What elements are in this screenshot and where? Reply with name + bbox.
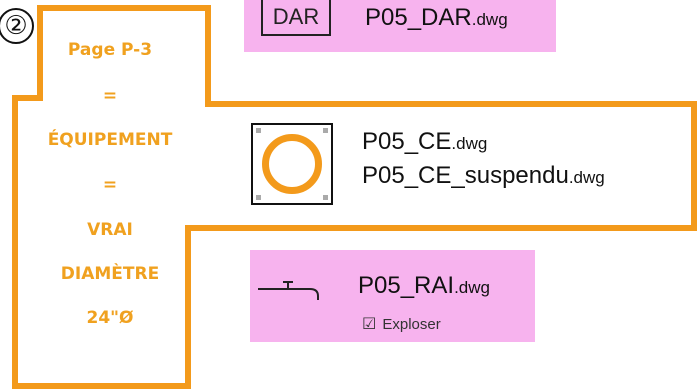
corner-dot [256,195,261,200]
ce-suspendu-file-name[interactable]: P05_CE_suspendu.dwg [362,162,605,190]
faucet-icon [258,281,319,300]
file-ext: .dwg [568,168,605,187]
checkbox-icon[interactable]: ☑ [362,314,377,333]
equals-sign: = [102,175,118,195]
diameter-label: DIAMÈTRE [60,264,160,284]
file-base: P05_DAR [365,4,472,31]
ce-file-name[interactable]: P05_CE.dwg [362,128,487,156]
file-ext: .dwg [471,10,508,29]
dar-highlight [244,0,556,52]
step-number-badge: ② [0,8,34,44]
true-label: VRAI [87,220,133,240]
rai-file-name[interactable]: P05_RAI.dwg [358,272,490,300]
file-base: P05_RAI [358,272,455,299]
page-label: Page P-3 [67,40,153,60]
file-base: P05_CE [362,128,452,155]
dar-symbol-box: DAR [261,0,331,36]
explode-option[interactable]: ☑ Exploser [362,314,441,333]
diameter-value: 24"Ø [86,308,134,328]
corner-dot [256,128,261,133]
corner-dot [323,195,328,200]
circular-equipment-icon [251,123,333,205]
equipment-label: ÉQUIPEMENT [47,130,173,150]
explode-label: Exploser [382,316,441,333]
orange-ring [262,134,322,194]
dar-file-name[interactable]: P05_DAR.dwg [365,4,508,32]
file-ext: .dwg [454,278,490,297]
rai-highlight [250,250,535,342]
file-base: P05_CE_suspendu [362,162,569,189]
equals-sign: = [102,86,118,106]
file-ext: .dwg [451,134,488,153]
corner-dot [323,128,328,133]
